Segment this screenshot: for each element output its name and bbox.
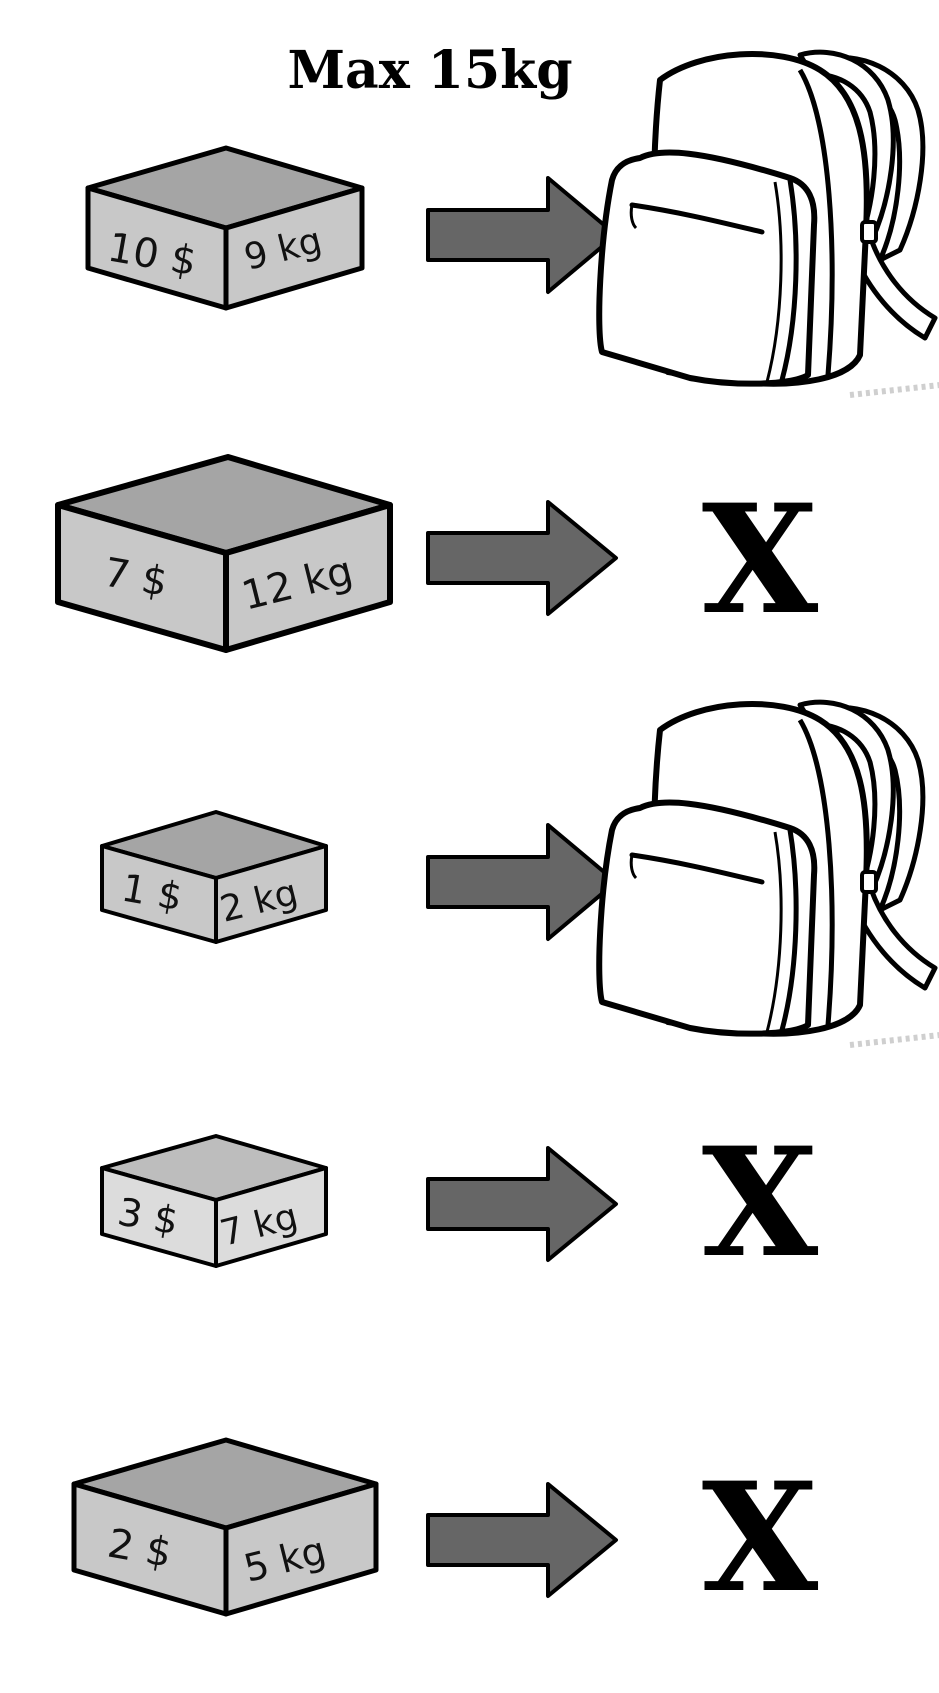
arrow-icon xyxy=(426,500,618,616)
arrow-icon xyxy=(426,823,618,941)
row-item-5: 2 $ 5 kg X xyxy=(71,1437,819,1626)
arrow-icon xyxy=(426,1482,618,1598)
row-item-1: 10 $ 9 kg xyxy=(85,52,939,395)
box-value-label: 1 $ xyxy=(118,866,185,920)
box-value-label: 2 $ xyxy=(104,1521,175,1577)
arrow-icon xyxy=(426,1146,618,1262)
row-item-2: 7 $ 12 kg X xyxy=(55,454,819,653)
cross-icon: X xyxy=(702,472,819,648)
box-item-4: 3 $ 7 kg xyxy=(100,1134,328,1268)
box-item-3: 1 $ 2 kg xyxy=(100,810,328,944)
backpack-icon xyxy=(599,52,939,395)
arrow-icon xyxy=(426,176,618,294)
cross-icon: X xyxy=(702,1115,819,1291)
cross-icon: X xyxy=(702,1450,819,1626)
row-item-3: 1 $ 2 kg xyxy=(100,702,939,1045)
backpack-icon xyxy=(599,702,939,1045)
page-title: Max 15kg xyxy=(287,40,572,101)
box-item-1: 10 $ 9 kg xyxy=(85,145,365,311)
box-item-2: 7 $ 12 kg xyxy=(55,454,393,653)
row-item-4: 3 $ 7 kg X xyxy=(100,1115,819,1291)
box-item-5: 2 $ 5 kg xyxy=(71,1437,379,1617)
box-value-label: 3 $ xyxy=(114,1190,181,1244)
box-value-label: 7 $ xyxy=(100,550,171,606)
